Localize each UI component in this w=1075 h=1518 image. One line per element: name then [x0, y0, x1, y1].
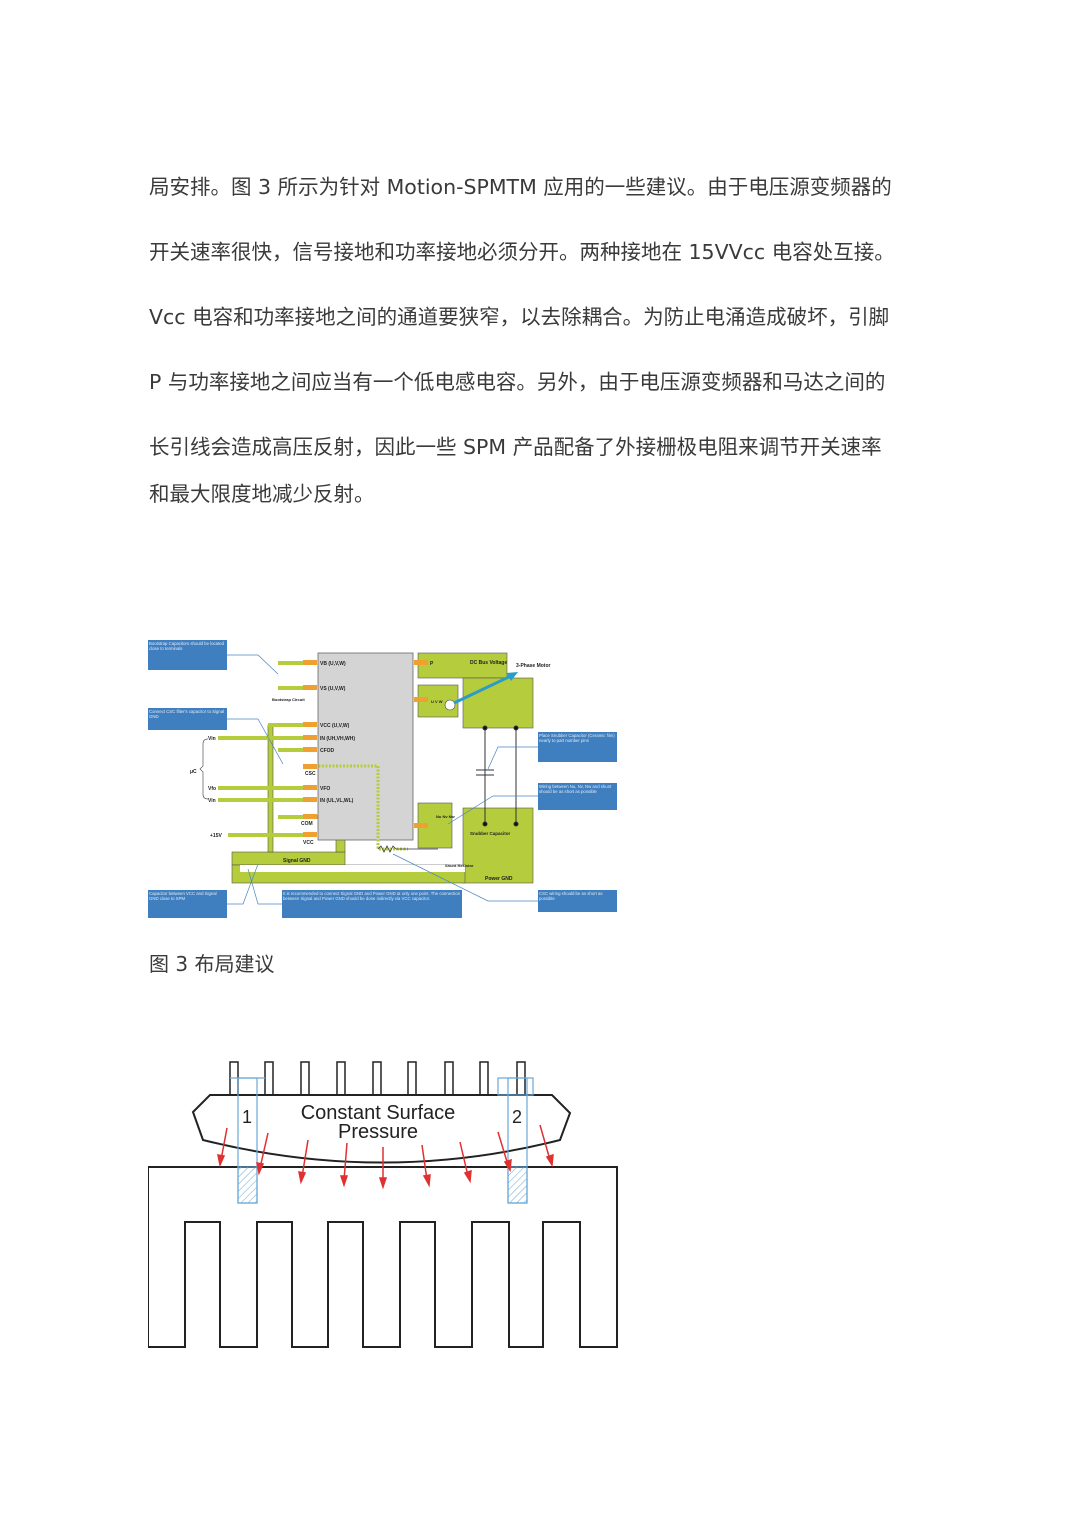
screw-1-label: 1 — [242, 1107, 252, 1127]
pin-label: VB (U,V,W) — [320, 661, 346, 667]
screw-2-label: 2 — [512, 1107, 522, 1127]
heatsink-diagram: 1 2 Constant Surface Pressure — [148, 1061, 618, 1348]
pressure-title-line1: Constant Surface — [301, 1102, 456, 1124]
uc-label: μC — [190, 769, 197, 775]
callout-csc-wiring: CSC wiring should be as short as possibl… — [539, 891, 603, 901]
callout-wiring: Wiring between Nu, Nv, Nw and shunt shou… — [539, 784, 612, 794]
uc-brace — [199, 738, 209, 800]
signal-gnd-label: Signal GND — [283, 858, 311, 864]
power-gnd-label: Power GND — [485, 876, 513, 882]
heatsink — [148, 1166, 618, 1348]
vin-label: Vin — [208, 736, 216, 742]
snubber-label: Snubber Capacitor — [470, 831, 511, 836]
uvw-label: U V W — [431, 699, 443, 704]
pin-label: VS (U,V,W) — [320, 686, 346, 692]
vin-label: Vin — [208, 798, 216, 804]
layout-diagram: VB (U,V,W) VS (U,V,W) VCC (U,V,W) IN (UH… — [148, 640, 617, 918]
pressure-arrows — [217, 1124, 554, 1190]
bootstrap-label: Bootstrap Circuit — [272, 697, 305, 702]
pin-label: VCC (U,V,W) — [320, 723, 350, 729]
pin-label: COM — [301, 821, 313, 827]
motor-terminal — [444, 699, 456, 711]
screws — [230, 1077, 534, 1204]
p-label: P — [430, 661, 434, 667]
callout-gnd: It is recommended to connect Signal GND … — [283, 891, 461, 901]
pins — [303, 660, 428, 837]
paragraph-line: 和最大限度地减少反射。 — [149, 482, 375, 506]
spm-module — [191, 1094, 572, 1164]
pin-label: IN (UH,VH,WH) — [320, 736, 355, 742]
copper-areas — [231, 652, 534, 884]
pin-label: VFO — [320, 786, 330, 792]
snubber-capacitors — [476, 725, 519, 827]
callout-snubber: Place Snubber Capacitor (Ceramic film) n… — [539, 733, 615, 743]
pin-label: CSC — [305, 771, 316, 777]
paragraph-line: P 与功率接地之间应当有一个低电感电容。另外，由于电压源变频器和马达之间的 — [149, 370, 886, 394]
shunt-label: Shunt Resistor — [445, 863, 474, 868]
callout-csc: Connect CSC filter's capacitor to Signal… — [149, 709, 225, 719]
spm-chip — [317, 652, 414, 841]
paragraph-line: Vcc 电容和功率接地之间的通道要狭窄，以去除耦合。为防止电涌造成破坏，引脚 — [149, 305, 890, 329]
paragraph-line: 长引线会造成高压反射，因此一些 SPM 产品配备了外接栅极电阻来调节开关速率 — [149, 435, 882, 459]
callout-vcc-cap: Capacitor between VCC and Signal GND clo… — [149, 891, 217, 901]
callouts — [148, 640, 617, 918]
paragraph-line: 局安排。图 3 所示为针对 Motion-SPMTM 应用的一些建议。由于电压源… — [149, 175, 892, 199]
dc-bus-label: DC Bus Voltage — [470, 660, 507, 666]
csc-resistor — [377, 845, 438, 853]
n-label: Nu Nv Nw — [436, 814, 456, 819]
callout-leaders — [227, 654, 538, 905]
callout-bootstrap: Bootstrap Capacitors should be located c… — [149, 641, 225, 651]
paragraph-line: 开关速率很快，信号接地和功率接地必须分开。两种接地在 15VVcc 电容处互接。 — [149, 240, 895, 264]
dc-bus-area-lower — [462, 677, 534, 729]
motor-arrow — [453, 673, 514, 705]
figure-caption: 图 3 布局建议 — [149, 952, 275, 976]
pin-label: VCC — [303, 840, 314, 846]
vfo-label: Vfo — [208, 786, 216, 792]
pressure-title-line2: Pressure — [338, 1121, 418, 1143]
dc-bus-area — [417, 652, 508, 679]
motor-label: 3-Phase Motor — [516, 663, 551, 669]
power-gnd-area — [462, 807, 534, 884]
pin-label: IN (UL,VL,WL) — [320, 798, 354, 804]
module-pins — [229, 1061, 526, 1096]
plus15v-label: +15V — [210, 833, 222, 839]
pin-label: CFOD — [320, 748, 335, 754]
